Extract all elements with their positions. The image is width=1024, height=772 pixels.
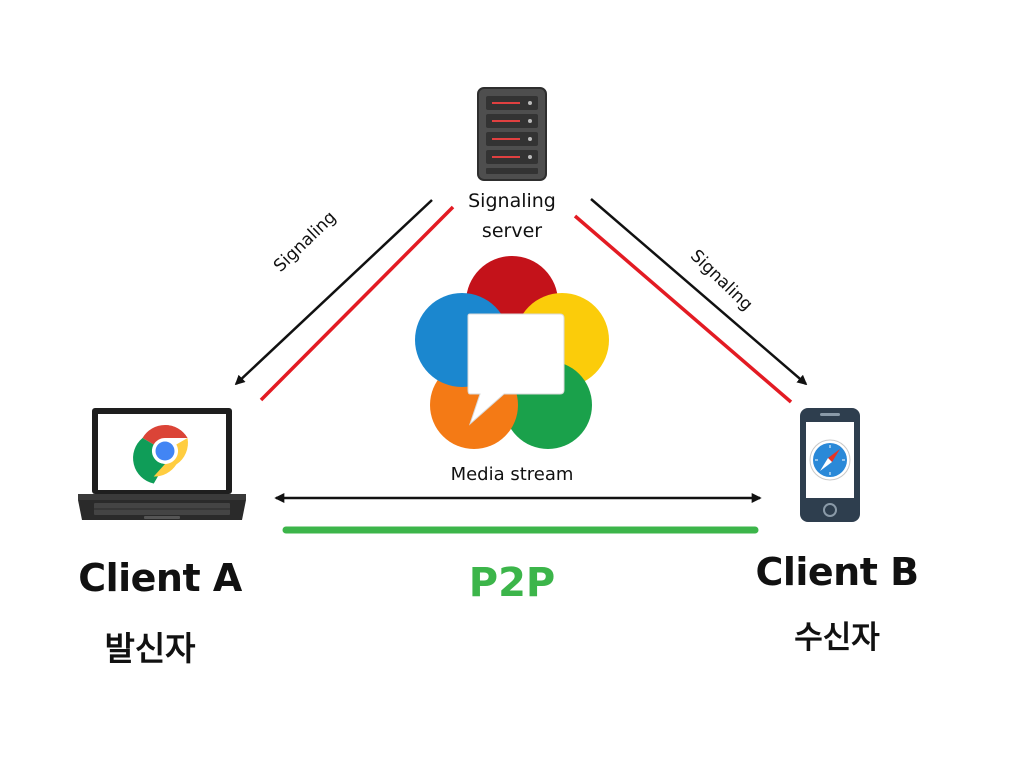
signaling-arrow-right [590,198,808,386]
chrome-icon [133,425,188,484]
signaling-arrow-left [234,199,433,386]
server-label-line2: server [481,220,543,242]
server-label-line1: Signaling [468,190,556,212]
webrtc-logo [415,256,609,449]
server-icon [477,87,547,181]
media-stream-label: Media stream [450,464,574,485]
safari-icon [809,439,851,481]
p2p-label: P2P [468,560,556,606]
client-b-name: Client B [755,550,919,594]
client-a-name: Client A [78,556,242,600]
client-b-role: 수신자 [794,620,880,656]
server-label: Signaling server [462,186,562,246]
signaling-line-left [259,205,455,402]
client-a-role: 발신자 [104,629,196,668]
signaling-line-right [573,214,793,404]
